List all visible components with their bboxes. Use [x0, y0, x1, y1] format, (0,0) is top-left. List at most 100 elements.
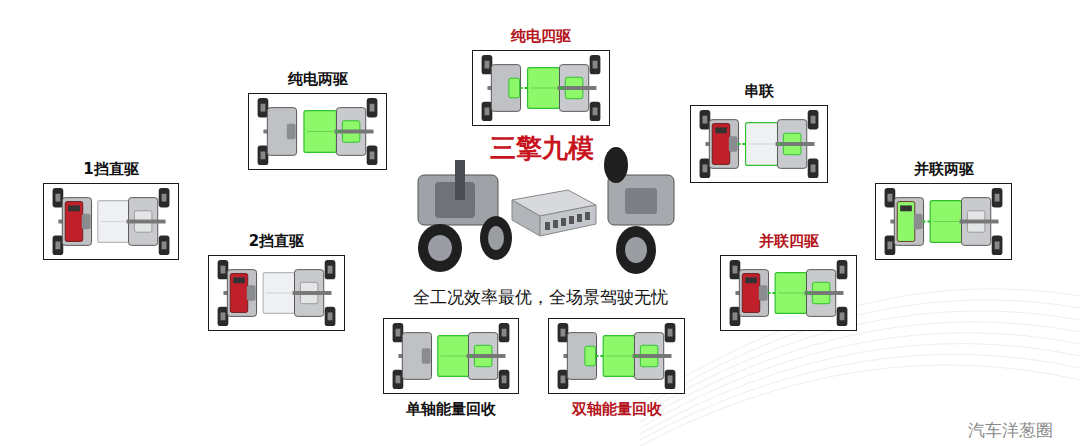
wheel	[992, 188, 1003, 207]
decor-wave	[640, 354, 1080, 440]
wheel	[258, 98, 269, 117]
chassis-illustration	[721, 256, 856, 330]
hub	[370, 151, 375, 159]
front-motor	[509, 78, 520, 97]
front-subframe	[709, 120, 738, 169]
hub	[668, 329, 673, 337]
hub	[221, 312, 226, 320]
mode-box: 单轴能量回收	[383, 318, 519, 394]
battery-pack	[304, 111, 336, 153]
engine-block	[712, 124, 730, 165]
hub	[840, 312, 845, 320]
wheel	[218, 307, 229, 326]
decor-wave	[640, 365, 1080, 446]
battery-seam	[101, 221, 127, 222]
engine-head	[715, 127, 727, 133]
energy-flow	[336, 131, 342, 133]
wheel	[808, 110, 819, 129]
hub	[162, 194, 167, 202]
battery-connector	[561, 218, 566, 226]
wheel	[159, 188, 170, 207]
hub	[668, 375, 673, 383]
mode-label: 纯电四驱	[511, 27, 571, 45]
battery-seam	[530, 88, 556, 89]
energy-flow	[470, 355, 475, 357]
gearbox	[422, 348, 431, 364]
wheel	[325, 307, 336, 326]
engine-block	[742, 274, 760, 313]
decor-wave	[640, 333, 1080, 428]
hub	[561, 375, 566, 383]
decor-wave	[640, 289, 1080, 404]
wheel	[258, 146, 269, 165]
rear-rim	[625, 237, 647, 263]
mode-label: 纯电两驱	[288, 70, 348, 88]
chassis-illustration	[209, 256, 344, 330]
front-strut	[455, 160, 465, 200]
wheel	[558, 323, 569, 342]
hub	[502, 375, 507, 383]
hub	[593, 61, 598, 69]
energy-flow	[738, 143, 746, 145]
hub	[261, 151, 266, 159]
wheel	[393, 323, 404, 342]
chassis-illustration	[691, 106, 827, 182]
rear-axle	[127, 220, 166, 224]
wheel	[837, 260, 848, 279]
wheel	[499, 370, 510, 389]
front-subframe	[402, 333, 431, 380]
wheel	[700, 159, 711, 178]
wheel	[53, 188, 64, 207]
front-subframe	[491, 65, 520, 112]
chassis-illustration	[249, 94, 386, 169]
battery-connector	[545, 222, 550, 230]
wheel	[482, 55, 493, 74]
battery-pack	[603, 336, 635, 377]
wheel	[159, 236, 170, 255]
wheel	[885, 236, 896, 255]
wheel	[590, 102, 601, 121]
wheel	[665, 323, 676, 342]
energy-flow	[560, 87, 566, 89]
engine-head	[900, 205, 912, 211]
battery-pack	[98, 201, 130, 243]
mode-label: 串联	[744, 82, 774, 100]
front-rim-far	[488, 226, 504, 250]
wheel	[393, 370, 404, 389]
wheel	[700, 110, 711, 129]
wheel	[730, 307, 741, 326]
engine-head	[68, 205, 80, 211]
battery-seam	[307, 131, 334, 132]
wheel	[730, 260, 741, 279]
chassis-illustration	[876, 184, 1011, 259]
battery-connector	[577, 214, 582, 222]
energy-flow	[635, 355, 640, 357]
hub	[502, 329, 507, 337]
wheel	[499, 323, 510, 342]
battery-pack	[438, 336, 470, 377]
mode-box: 串联	[690, 105, 828, 183]
energy-flow	[768, 292, 776, 294]
wheel	[992, 236, 1003, 255]
front-wheel	[418, 224, 462, 272]
hub	[995, 241, 1000, 249]
energy-flow	[596, 355, 604, 357]
gearbox	[82, 214, 91, 230]
rear-axle	[805, 291, 844, 295]
chassis-illustration	[473, 51, 609, 125]
mode-label: 双轴能量回收	[572, 400, 662, 418]
front-subframe	[567, 333, 596, 380]
energy-flow	[778, 143, 784, 145]
engine-block	[897, 202, 915, 242]
front-rim	[428, 235, 452, 261]
hub	[162, 241, 167, 249]
mode-box: 并联两驱	[875, 183, 1012, 260]
mode-label: 1挡直驱	[83, 160, 138, 178]
wheel	[482, 102, 493, 121]
chassis-illustration	[549, 319, 684, 393]
engine-head	[745, 277, 757, 283]
rear-axle	[293, 291, 332, 295]
rear-axle	[335, 130, 374, 134]
front-subframe	[267, 108, 296, 156]
energy-flow	[923, 221, 931, 223]
